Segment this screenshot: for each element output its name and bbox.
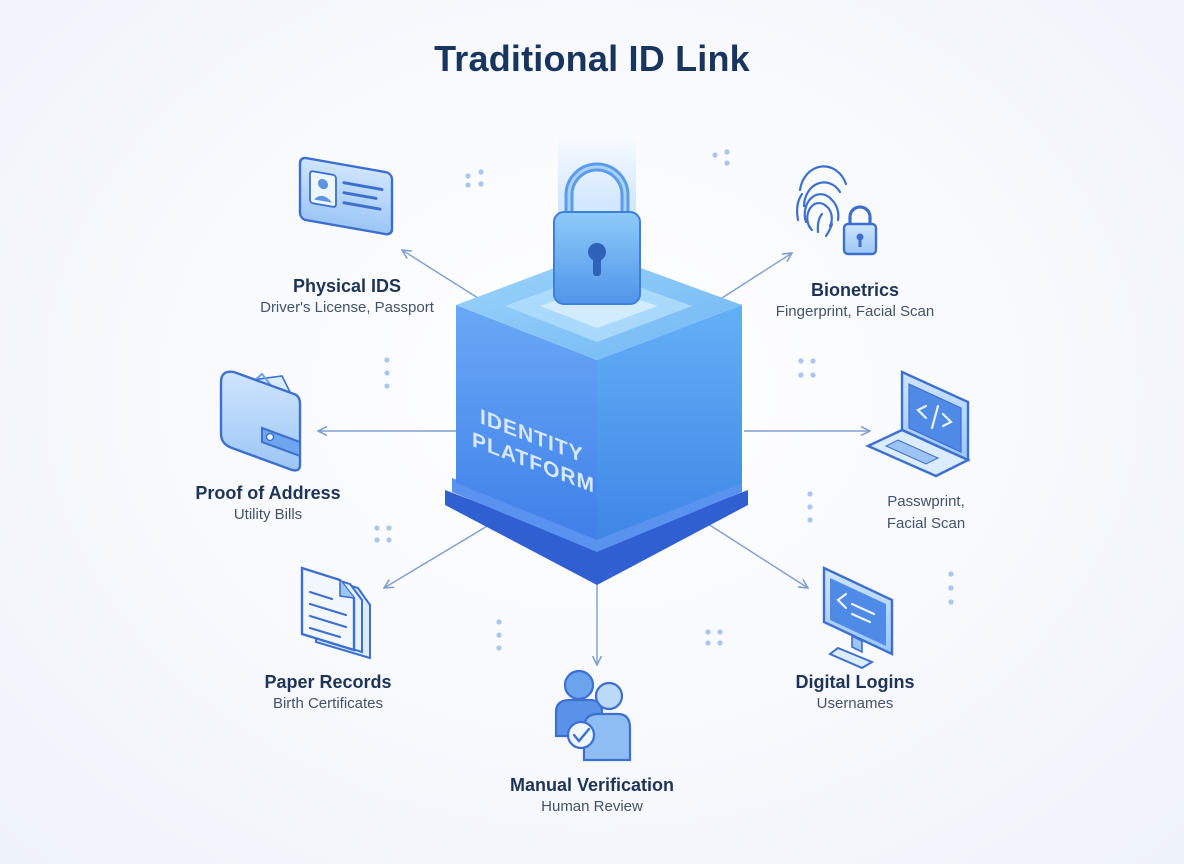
connector-physical-ids — [402, 250, 479, 299]
node-heading: Manual Verification — [509, 775, 675, 795]
connector-lines — [318, 250, 870, 665]
node-subtitle: Human Review — [541, 798, 643, 815]
page-title: Traditional ID Link — [434, 38, 750, 79]
node-subtitle: Usernames — [816, 695, 894, 712]
node-heading: Physical IDS — [292, 276, 402, 296]
wallet-icon — [219, 370, 302, 472]
node-heading: Proof of Address — [195, 483, 341, 503]
node-subtitle: Passwprint, — [887, 493, 965, 510]
node-heading: Digital Logins — [795, 672, 915, 692]
node-subtitle-2: Facial Scan — [886, 515, 966, 532]
cube-side-face — [597, 305, 742, 540]
node-subtitle: Utility Bills — [233, 506, 303, 523]
node-paper-records: Paper Records Birth Certificates — [210, 671, 446, 715]
padlock-icon — [553, 162, 641, 305]
node-subtitle: Driver's License, Passport — [260, 299, 434, 316]
node-physical-ids: Physical IDS Driver's License, Passport — [222, 275, 472, 319]
cube-front-face — [456, 305, 597, 540]
documents-icon — [300, 566, 371, 660]
identity-platform-cube: IDENTITY PLATFORM — [445, 135, 748, 585]
node-proof-of-address: Proof of Address Utility Bills — [148, 482, 388, 526]
node-digital-logins: Digital Logins Usernames — [740, 671, 970, 715]
node-subtitle: Birth Certificates — [272, 695, 384, 712]
node-subtitle: Fingerprint, Facial Scan — [775, 303, 935, 320]
people-icon — [554, 669, 632, 762]
connector-biometrics — [721, 253, 792, 299]
id-card-icon — [298, 156, 394, 236]
cube-base — [445, 490, 748, 585]
monitor-code-icon — [822, 566, 894, 670]
node-biometrics: Bionetrics Fingerprint, Facial Scan — [730, 279, 980, 323]
connector-digital-logins — [704, 521, 808, 588]
node-manual-verification: Manual Verification Human Review — [462, 774, 722, 818]
connector-paper-records — [384, 521, 495, 588]
laptop-code-icon — [865, 370, 971, 478]
node-heading: Paper Records — [264, 672, 392, 692]
fingerprint-lock-icon — [796, 165, 878, 256]
node-laptop: Passwprint, Facial Scan — [836, 491, 1016, 535]
node-heading: Bionetrics — [810, 280, 900, 300]
decorative-dots — [374, 149, 954, 651]
